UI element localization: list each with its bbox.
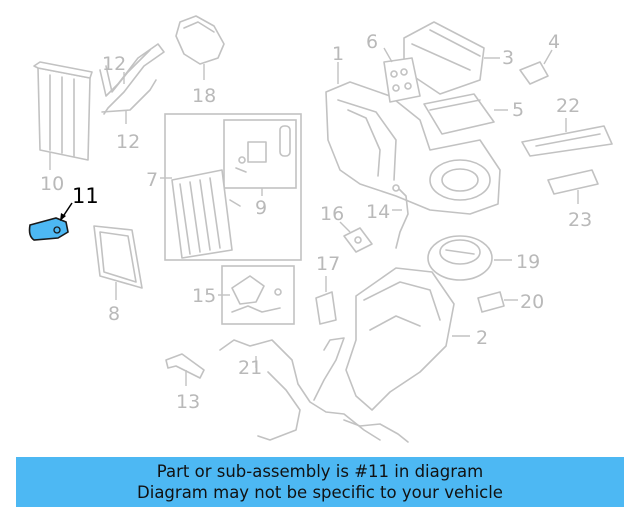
part-16-actuator	[339, 221, 373, 253]
callout-13: 13	[176, 391, 200, 413]
callout-6: 6	[366, 31, 378, 53]
callout-9: 9	[255, 197, 267, 219]
callout-20: 20	[520, 291, 544, 313]
part-21-harness	[219, 337, 409, 443]
callout-8: 8	[108, 303, 120, 325]
part-14-cable	[392, 184, 409, 249]
callout-5: 5	[512, 99, 524, 121]
part-13-bracket	[165, 353, 205, 386]
part-23-duct	[547, 169, 599, 204]
callout-23: 23	[568, 209, 592, 231]
part-5-filter	[423, 93, 508, 135]
parts-diagram: 1 2 3 4 5 6 7 8 9 10 11 12 12 13 14 15 1…	[28, 15, 613, 443]
part-3-6-duct	[383, 21, 500, 103]
part-18-cover	[175, 15, 225, 80]
callout-7: 7	[146, 169, 158, 191]
part-17-resistor	[315, 276, 337, 325]
banner-line-1: Part or sub-assembly is #11 in diagram	[156, 462, 484, 481]
callout-18: 18	[192, 85, 216, 107]
part-22-duct	[521, 118, 613, 157]
part-1-hvac-case	[325, 62, 501, 215]
part-2-lower-case	[345, 267, 470, 411]
callout-17: 17	[316, 253, 340, 275]
callout-11: 11	[72, 184, 99, 208]
callout-12-bottom: 12	[116, 131, 140, 153]
info-banner: Part or sub-assembly is #11 in diagram D…	[16, 457, 624, 507]
part-19-blower	[427, 235, 512, 281]
part-10-heater-core	[33, 61, 93, 170]
callout-19: 19	[516, 251, 540, 273]
part-11-highlighted	[28, 202, 73, 241]
callout-16: 16	[320, 203, 344, 225]
callout-22: 22	[556, 95, 580, 117]
group-15-box	[218, 265, 295, 325]
callout-1: 1	[332, 43, 344, 65]
banner-line-2: Diagram may not be specific to your vehi…	[137, 483, 503, 502]
callout-3: 3	[502, 47, 514, 69]
callout-15: 15	[192, 285, 216, 307]
callout-4: 4	[548, 31, 560, 53]
callout-21: 21	[238, 357, 262, 379]
part-4-sensor	[519, 49, 553, 85]
callout-14: 14	[366, 201, 390, 223]
part-8-frame	[93, 225, 143, 300]
callout-10: 10	[40, 173, 64, 195]
callout-2: 2	[476, 327, 488, 349]
part-20-module	[477, 291, 518, 313]
group-7-box	[160, 113, 302, 261]
part-12-heater-hoses	[99, 43, 165, 124]
callout-12-top: 12	[102, 53, 126, 75]
